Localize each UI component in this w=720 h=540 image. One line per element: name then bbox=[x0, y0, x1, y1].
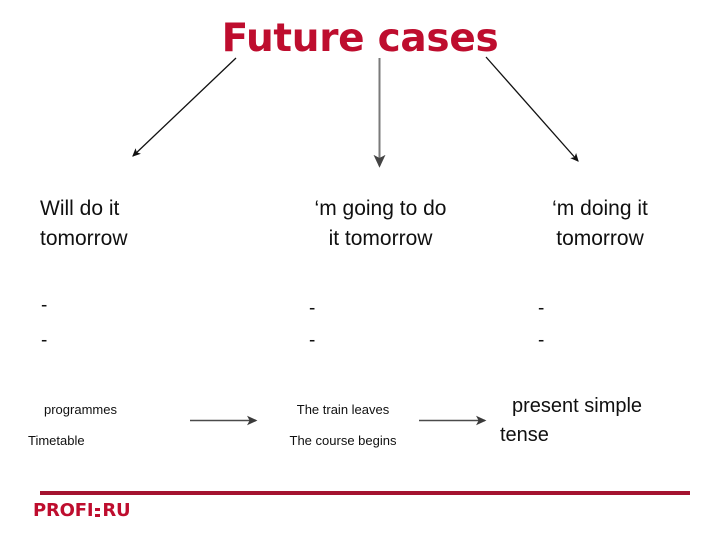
logo-dot-icon bbox=[94, 505, 101, 518]
arrow-title-to-column-3 bbox=[485, 56, 579, 162]
bullet-dash-present-continuous-2: - bbox=[538, 330, 545, 351]
example-text-programmes: programmes bbox=[44, 402, 117, 417]
bullet-dash-will-2: - bbox=[41, 330, 48, 351]
page-title: Future cases bbox=[221, 16, 499, 61]
column-heading-going-to: ‘m going to do it tomorrow bbox=[314, 197, 447, 250]
profi-ru-logo: PROFI RU bbox=[33, 500, 131, 522]
logo-text-profi: PROFI bbox=[33, 500, 94, 521]
bullet-dash-will-1: - bbox=[41, 295, 48, 316]
example-group-present-simple: present simple tense bbox=[500, 392, 700, 450]
example-text-course-begins: The course begins bbox=[289, 433, 397, 448]
example-text-present-simple: present simple bbox=[512, 395, 643, 417]
bullet-dash-present-continuous-1: - bbox=[538, 298, 545, 319]
bullet-dash-going-to-2: - bbox=[309, 330, 316, 351]
column-heading-will: Will do it tomorrow bbox=[40, 197, 128, 250]
example-group-sentences: The train leaves The course begins bbox=[268, 394, 418, 456]
bullet-dash-going-to-1: - bbox=[309, 298, 316, 319]
example-text-tense: tense bbox=[500, 424, 549, 446]
footer-divider bbox=[40, 491, 690, 495]
example-group-timetable: programmes Timetable bbox=[28, 394, 188, 456]
logo-text-ru: RU bbox=[102, 500, 131, 521]
example-text-timetable: Timetable bbox=[28, 433, 85, 448]
example-text-train-leaves: The train leaves bbox=[296, 402, 390, 417]
arrow-title-to-column-1 bbox=[132, 57, 237, 157]
column-heading-present-continuous: ‘m doing it tomorrow bbox=[552, 197, 648, 250]
